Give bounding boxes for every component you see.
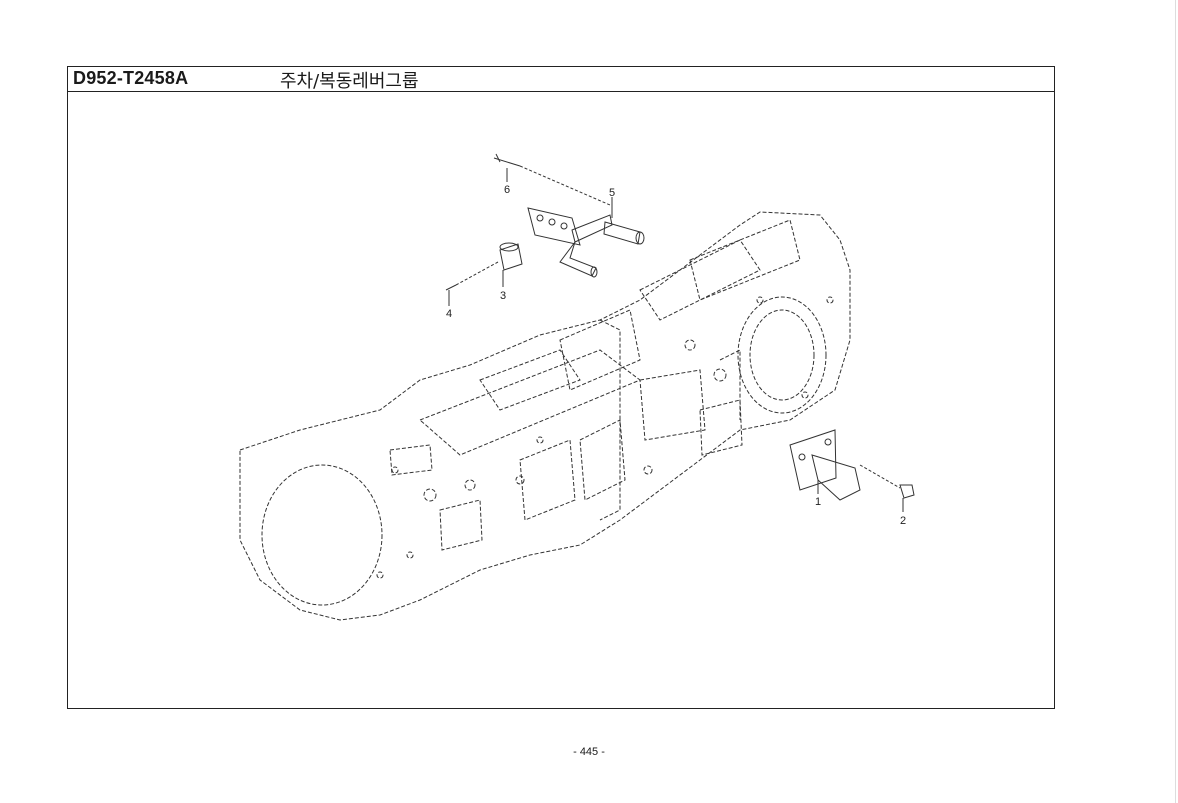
part-group-title: 주차/복동레버그룹	[280, 71, 419, 92]
leader-lines	[448, 168, 904, 512]
header-bar: D952-T2458A 주차/복동레버그룹	[68, 67, 1054, 92]
callout-5: 5	[609, 187, 615, 199]
callout-6: 6	[504, 184, 510, 196]
transmission-housing	[239, 211, 851, 621]
callout-3: 3	[500, 290, 506, 302]
part-2-bolt	[859, 464, 915, 499]
callout-2: 2	[900, 515, 906, 527]
part-3-bushing	[499, 242, 523, 271]
diagram-frame: D952-T2458A 주차/복동레버그룹	[67, 66, 1055, 709]
page-number: - 445 -	[573, 746, 605, 758]
part-6-bolt	[493, 153, 611, 206]
part-4-pin	[445, 261, 499, 291]
page-edge-line	[1175, 0, 1176, 803]
callout-4: 4	[446, 308, 452, 320]
part-group-code: D952-T2458A	[73, 68, 189, 88]
part-1-bracket	[789, 429, 861, 501]
callout-1: 1	[815, 496, 821, 508]
part-5-lever	[527, 207, 645, 278]
